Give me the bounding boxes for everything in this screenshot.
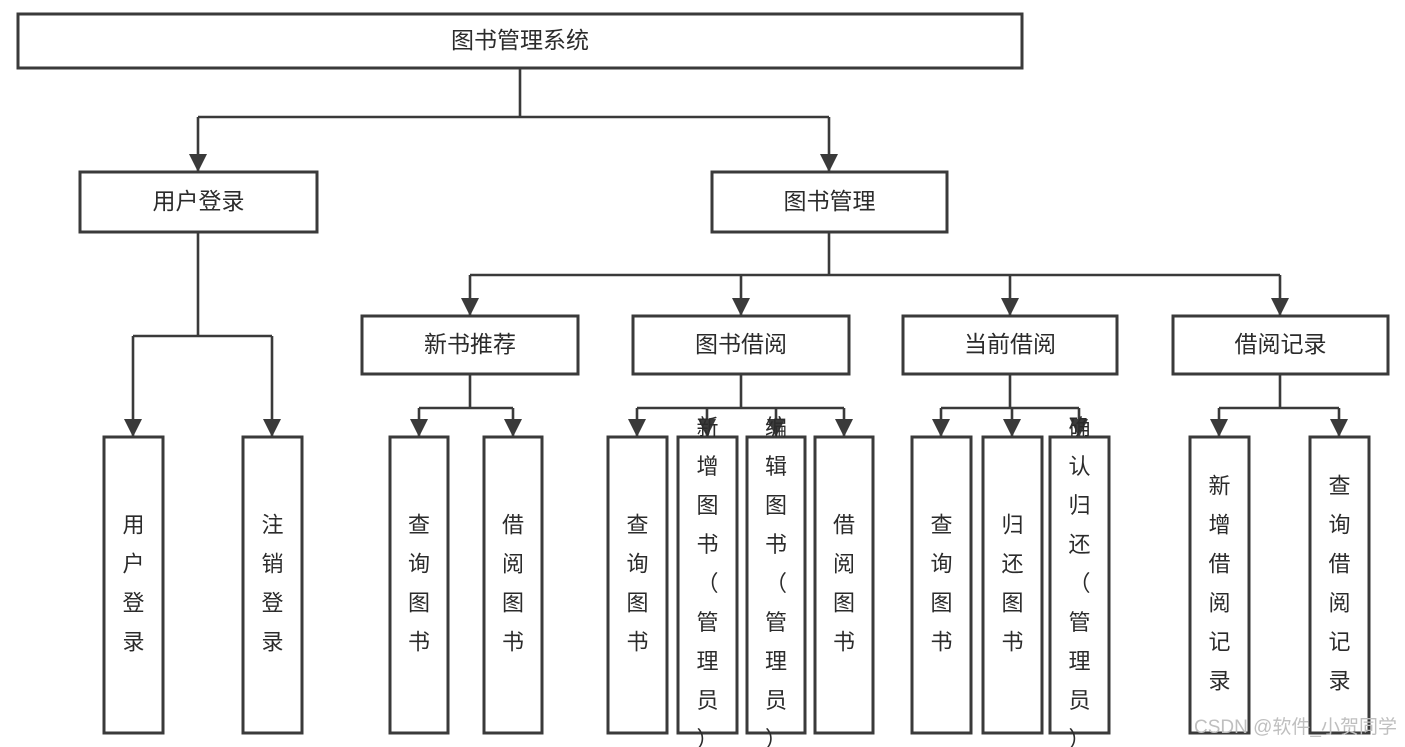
- node-leaf-11[interactable]: 新增借阅记录: [1188, 435, 1251, 735]
- node-leaf-9[interactable]: 归还图书: [981, 435, 1044, 735]
- node-label: 当前借阅: [964, 331, 1056, 357]
- node-label: 查询借阅记录: [1328, 473, 1350, 693]
- arrow-head-icon: [1003, 419, 1021, 437]
- node-box[interactable]: [901, 314, 1119, 376]
- arrow-head-icon: [410, 419, 428, 437]
- node-box[interactable]: [710, 170, 949, 234]
- node-level3-1[interactable]: 图书借阅: [631, 314, 851, 376]
- node-label: 查询图书: [408, 512, 430, 654]
- node-box[interactable]: [1048, 435, 1111, 735]
- node-box[interactable]: [606, 435, 669, 735]
- node-box[interactable]: [981, 435, 1044, 735]
- node-label: 确认归还（管理员）: [1068, 415, 1090, 747]
- node-label: 图书管理系统: [451, 27, 589, 53]
- node-box[interactable]: [676, 435, 739, 735]
- node-level3-0[interactable]: 新书推荐: [360, 314, 580, 376]
- node-label: 注销登录: [261, 512, 283, 654]
- node-label: 用户登录: [122, 512, 144, 654]
- arrow-head-icon: [932, 419, 950, 437]
- edge-group-borrow_to_leaves: [635, 374, 846, 437]
- node-box[interactable]: [745, 435, 807, 735]
- node-leaf-12[interactable]: 查询借阅记录: [1308, 435, 1371, 735]
- node-label: 用户登录: [153, 188, 245, 214]
- node-label: 新增借阅记录: [1208, 473, 1230, 693]
- node-leaf-5[interactable]: 新增图书（管理员）: [676, 415, 739, 747]
- node-level3-3[interactable]: 借阅记录: [1171, 314, 1390, 376]
- node-leaf-2[interactable]: 查询图书: [388, 435, 450, 735]
- arrow-head-icon: [1001, 298, 1019, 316]
- node-box[interactable]: [482, 435, 544, 735]
- node-box[interactable]: [78, 170, 319, 234]
- node-label: 借阅图书: [833, 512, 855, 654]
- arrow-head-icon: [189, 154, 207, 172]
- arrow-head-icon: [504, 419, 522, 437]
- arrow-head-icon: [732, 298, 750, 316]
- arrow-head-icon: [767, 419, 785, 437]
- node-box[interactable]: [910, 435, 973, 735]
- node-leaf-3[interactable]: 借阅图书: [482, 435, 544, 735]
- node-leaf-6[interactable]: 编辑图书（管理员）: [745, 415, 807, 747]
- node-label: 借阅图书: [502, 512, 524, 654]
- node-label: 新增图书（管理员）: [696, 415, 718, 747]
- arrow-head-icon: [835, 419, 853, 437]
- node-label: 归还图书: [1001, 512, 1023, 654]
- node-level2-0[interactable]: 用户登录: [78, 170, 319, 234]
- edge-group-book_to_level3: [468, 232, 1282, 316]
- node-label: 借阅记录: [1235, 331, 1327, 357]
- arrow-head-icon: [698, 419, 716, 437]
- node-leaf-8[interactable]: 查询图书: [910, 435, 973, 735]
- edge-group-record_to_leaves: [1217, 374, 1341, 437]
- arrow-head-icon: [263, 419, 281, 437]
- node-label: 图书借阅: [695, 331, 787, 357]
- node-leaf-1[interactable]: 注销登录: [241, 435, 304, 735]
- node-leaf-0[interactable]: 用户登录: [102, 435, 165, 735]
- node-label: 编辑图书（管理员）: [765, 415, 787, 747]
- node-leaf-10[interactable]: 确认归还（管理员）: [1048, 415, 1111, 747]
- node-box[interactable]: [1171, 314, 1390, 376]
- node-root[interactable]: 图书管理系统: [16, 12, 1024, 70]
- node-box[interactable]: [388, 435, 450, 735]
- arrow-head-icon: [1271, 298, 1289, 316]
- arrow-head-icon: [1330, 419, 1348, 437]
- arrow-head-icon: [1210, 419, 1228, 437]
- node-box[interactable]: [360, 314, 580, 376]
- node-box[interactable]: [102, 435, 165, 735]
- arrow-head-icon: [124, 419, 142, 437]
- arrow-head-icon: [628, 419, 646, 437]
- node-label: 查询图书: [930, 512, 952, 654]
- csdn-watermark: CSDN @软件_小贺同学: [1194, 716, 1397, 738]
- node-label: 查询图书: [626, 512, 648, 654]
- edge-group-login_to_leaves: [131, 232, 274, 437]
- node-box[interactable]: [813, 435, 875, 735]
- node-level3-2[interactable]: 当前借阅: [901, 314, 1119, 376]
- node-label: 图书管理: [784, 188, 876, 214]
- node-leaf-7[interactable]: 借阅图书: [813, 435, 875, 735]
- arrow-head-icon: [1070, 419, 1088, 437]
- edge-group-newbook_to_leaves: [417, 374, 515, 437]
- node-box[interactable]: [1188, 435, 1251, 735]
- node-leaf-4[interactable]: 查询图书: [606, 435, 669, 735]
- arrow-head-icon: [820, 154, 838, 172]
- arrow-head-icon: [461, 298, 479, 316]
- node-box[interactable]: [1308, 435, 1371, 735]
- edge-group-root_to_level2: [196, 68, 831, 172]
- node-box[interactable]: [241, 435, 304, 735]
- node-level2-1[interactable]: 图书管理: [710, 170, 949, 234]
- connector-layer: [124, 68, 1348, 437]
- node-box[interactable]: [631, 314, 851, 376]
- node-label: 新书推荐: [424, 331, 516, 357]
- node-layer: 图书管理系统用户登录图书管理新书推荐图书借阅当前借阅借阅记录用户登录注销登录查询…: [16, 12, 1390, 747]
- node-box[interactable]: [16, 12, 1024, 70]
